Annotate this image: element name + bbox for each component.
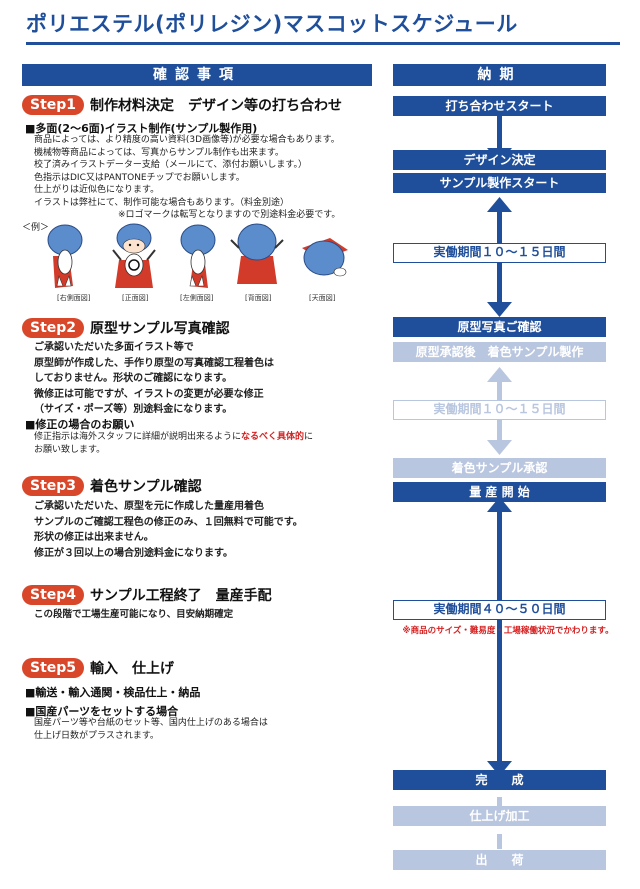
right-header: 納期 [393, 64, 606, 86]
flow-period-1: 実働期間１０〜１５日間 [393, 243, 606, 263]
step1-heading: Step1 制作材料決定 デザイン等の打ち合わせ [22, 95, 342, 115]
flow-complete: 完 成 [393, 770, 606, 790]
step1-line: イラストは弊社にて、制作可能な場合もあります。（料金別途） [34, 197, 340, 210]
flow-design-decided: デザイン決定 [393, 150, 606, 170]
step4-heading: Step4 サンプル工程終了 量産手配 [22, 585, 272, 605]
title-underline [26, 42, 620, 45]
step2-note: 修正指示は海外スタッフに詳細が説明出来るようになるべく具体的に [34, 431, 313, 444]
view-label: [右側面図] [57, 293, 90, 303]
step3-body: ご承認いただいた、原型を元に作成した量産用着色 サンプルのご確認工程色の修正のみ… [34, 499, 303, 561]
view-label: [背面図] [245, 293, 271, 303]
step2-note-line2: お願い致します。 [34, 444, 105, 457]
step5-title: 輸入 仕上げ [90, 658, 174, 678]
step3-line: 形状の修正は出来ません。 [34, 530, 303, 546]
step1-badge: Step1 [22, 95, 84, 115]
flow-color-approved: 着色サンプル承認 [393, 458, 606, 478]
mascot-illustrations [45, 220, 355, 290]
view-label: [天面図] [309, 293, 335, 303]
step2-heading: Step2 原型サンプル写真確認 [22, 318, 230, 338]
step1-body: 商品によっては、より精度の高い資料(3D画像等)が必要な場合もあります。 機械物… [34, 134, 340, 209]
flow-shipping: 出 荷 [393, 850, 606, 870]
flow-period-3-note: ※商品のサイズ・難易度・工場稼働状況でかわります。 [393, 624, 623, 636]
flow-period-2: 実働期間１０〜１５日間 [393, 400, 606, 420]
step3-badge: Step3 [22, 476, 84, 496]
step1-line: 色指示はDIC又はPANTONEチップでお願いします。 [34, 172, 340, 185]
left-header: 確認事項 [22, 64, 372, 86]
step2-note-emphasis: なるべく具体的 [241, 432, 304, 442]
step5-line: 国産パーツ等や台紙のセット等、国内仕上げのある場合は [34, 717, 268, 730]
step1-line: 機械物等商品によっては、写真からサンプル制作も出来ます。 [34, 147, 340, 160]
step4-badge: Step4 [22, 585, 84, 605]
step3-title: 着色サンプル確認 [90, 476, 202, 496]
mascot-top-view [302, 238, 348, 276]
flow-proto-photo: 原型写真ご確認 [393, 317, 606, 337]
step3-heading: Step3 着色サンプル確認 [22, 476, 202, 496]
flow-period-3: 実働期間４０〜５０日間 [393, 600, 606, 620]
mascot-front-view [113, 224, 155, 288]
step2-badge: Step2 [22, 318, 84, 338]
step1-title: 制作材料決定 デザイン等の打ち合わせ [90, 95, 342, 115]
flow-finishing: 仕上げ加工 [393, 806, 606, 826]
step2-sub: ■修正の場合のお願い [25, 416, 134, 432]
step2-line: 微修正は可能ですが、イラストの変更が必要な修正 [34, 387, 274, 403]
step2-note-tail: に [304, 432, 313, 442]
step1-line: 校了済みイラストデーター支給（メールにて、添付お願いします。） [34, 159, 340, 172]
step1-line: 商品によっては、より精度の高い資料(3D画像等)が必要な場合もあります。 [34, 134, 340, 147]
view-label: [左側面図] [180, 293, 213, 303]
step2-line: 原型師が作成した、手作り原型の写真確認工程着色は [34, 356, 274, 372]
step2-note-text: 修正指示は海外スタッフに詳細が説明出来るように [34, 432, 241, 442]
flow-sample-start: サンプル製作スタート [393, 173, 606, 193]
step3-line: 修正が３回以上の場合別途料金になります。 [34, 546, 303, 562]
step2-line: ご承認いただいた多面イラスト等で [34, 340, 274, 356]
page-title: ポリエステル(ポリレジン)マスコットスケジュール [26, 8, 518, 38]
flow-mass-start: 量 産 開 始 [393, 482, 606, 502]
step4-line: この段階で工場生産可能になり、目安納期確定 [34, 609, 233, 622]
flow-meeting-start: 打ち合わせスタート [393, 96, 606, 116]
step5-body: 国産パーツ等や台紙のセット等、国内仕上げのある場合は 仕上げ日数がプラスされます… [34, 717, 268, 742]
step3-line: ご承認いただいた、原型を元に作成した量産用着色 [34, 499, 303, 515]
step2-body: ご承認いただいた多面イラスト等で 原型師が作成した、手作り原型の写真確認工程着色… [34, 340, 274, 418]
step5-sub1: ■輸送・輸入通関・検品仕上・納品 [25, 684, 200, 700]
step2-line: しておりません。形状のご確認になります。 [34, 371, 274, 387]
step5-line: 仕上げ日数がプラスされます。 [34, 730, 268, 743]
step3-line: サンプルのご確認工程色の修正のみ、１回無料で可能です。 [34, 515, 303, 531]
mascot-back-view [231, 224, 283, 284]
mascot-right-view [48, 225, 82, 288]
view-label: [正面図] [122, 293, 148, 303]
step5-badge: Step5 [22, 658, 84, 678]
mascot-left-view [181, 225, 215, 288]
flow-proto-approved: 原型承認後 着色サンプル製作 [393, 342, 606, 362]
step2-title: 原型サンプル写真確認 [90, 318, 230, 338]
step5-heading: Step5 輸入 仕上げ [22, 658, 174, 678]
step1-line: 仕上がりは近似色になります。 [34, 184, 340, 197]
step4-title: サンプル工程終了 量産手配 [90, 585, 272, 605]
